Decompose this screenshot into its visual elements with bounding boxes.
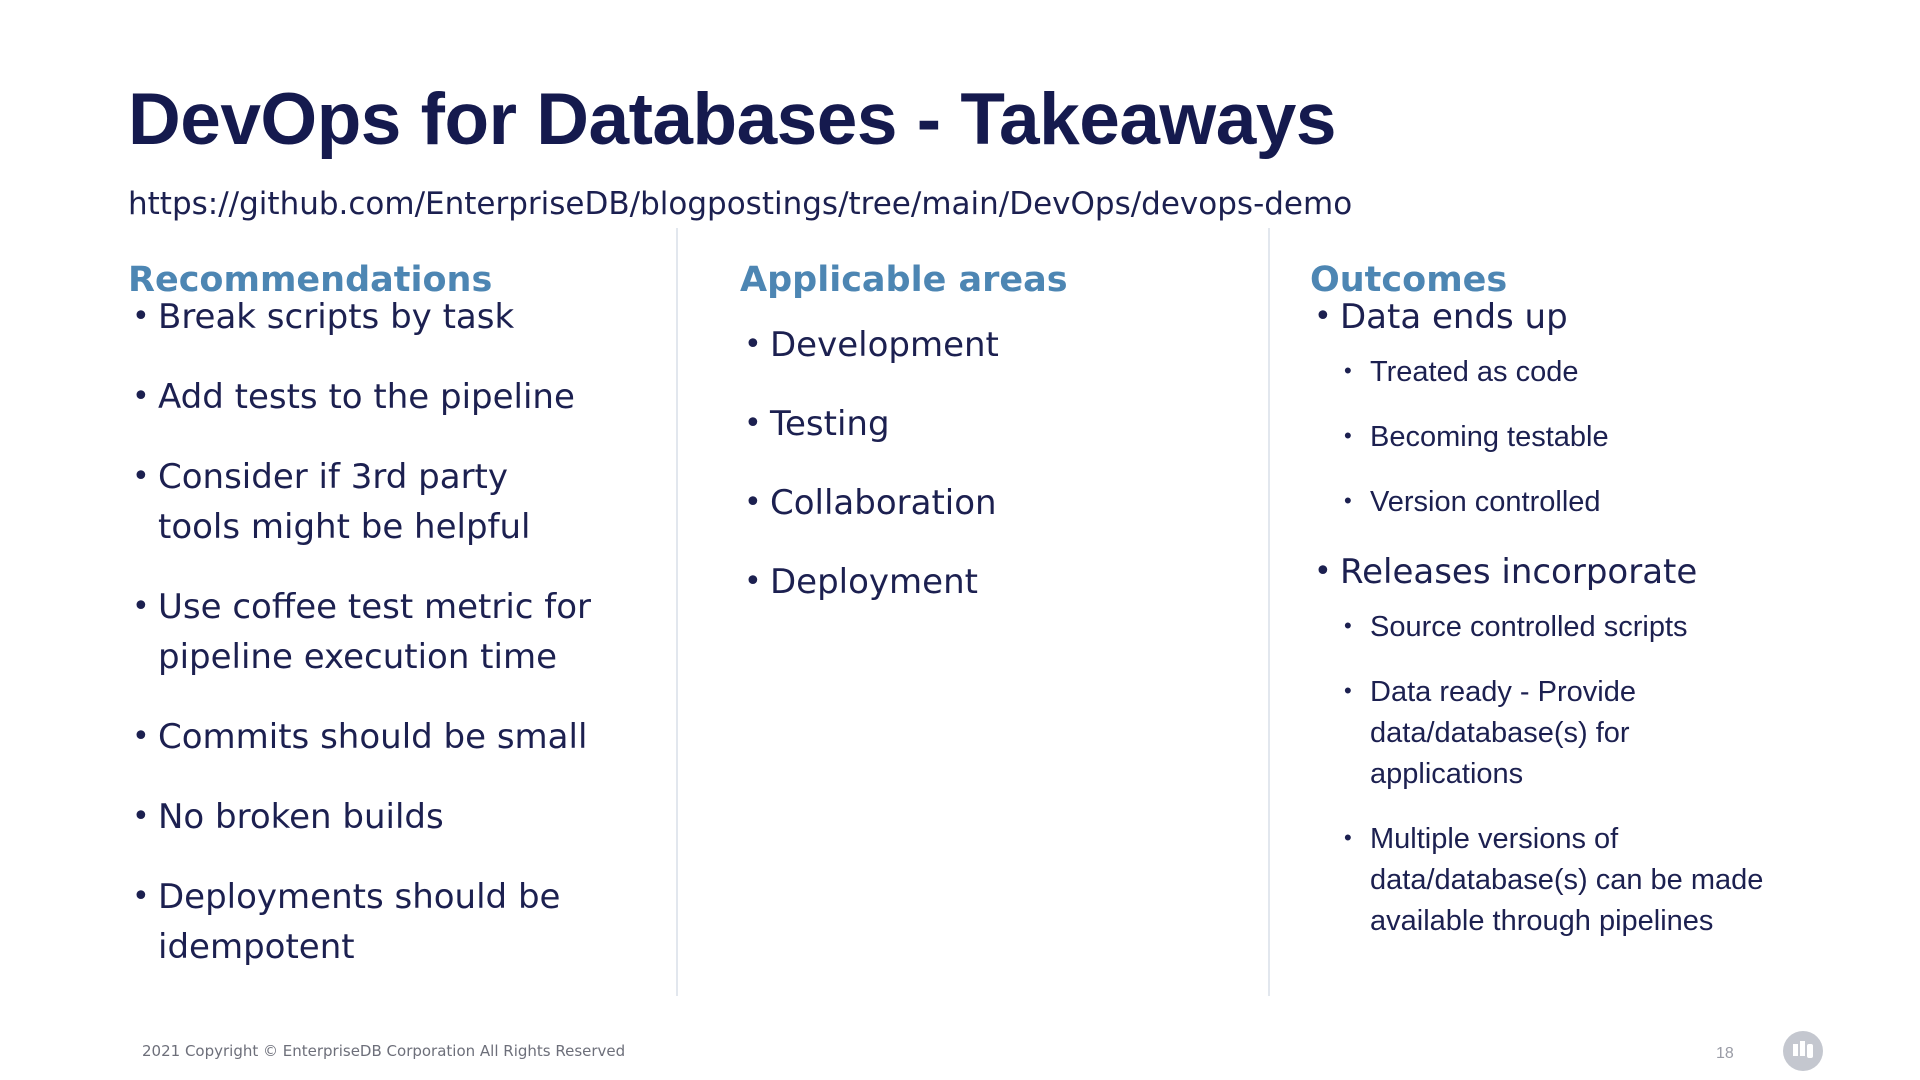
bullet-icon: • (744, 564, 762, 599)
column-divider-1 (676, 228, 678, 996)
list-item: •Deployments should be idempotent (128, 872, 578, 972)
list-item: •Commits should be small (128, 712, 618, 762)
list-item: •Testing (740, 399, 1220, 449)
list-item-text: Deployment (770, 562, 978, 602)
list-item: •Deployment (740, 557, 1220, 607)
list-item: •Data ends up •Treated as code •Becoming… (1310, 292, 1830, 523)
sub-list-item-text: Treated as code (1370, 356, 1579, 388)
bullet-icon: • (132, 879, 150, 914)
bullet-icon: • (744, 327, 762, 362)
sub-list: • Source controlled scripts • Data ready -… (1340, 607, 1830, 942)
list-item: •No broken builds (128, 792, 598, 842)
list-item: •Development (740, 320, 1220, 370)
applicable-areas-heading: Applicable areas (740, 260, 1068, 300)
list-item: •Break scripts by task (128, 292, 578, 342)
bullet-icon: • (1344, 488, 1352, 513)
sub-list-item: • Treated as code (1340, 352, 1830, 393)
list-item-text: Consider if 3rd party tools might be hel… (158, 457, 531, 547)
sub-list-item: • Data ready - Provide data/database(s) f… (1340, 672, 1670, 795)
bullet-icon: • (132, 379, 150, 414)
outcomes-list: •Data ends up •Treated as code •Becoming… (1310, 292, 1830, 942)
bullet-icon: • (132, 299, 150, 334)
list-item-text: Commits should be small (158, 717, 588, 757)
list-item-text: Add tests to the pipeline (158, 377, 575, 417)
slide-title: DevOps for Databases - Takeaways (128, 79, 1337, 160)
bullet-icon: • (132, 459, 150, 494)
sub-list-item: • Becoming testable (1340, 417, 1830, 458)
copyright-footer: 2021 Copyright © EnterpriseDB Corporatio… (142, 1042, 626, 1060)
list-item: •Releases incorporate •Source controlled… (1310, 547, 1830, 942)
bullet-icon: • (1344, 678, 1352, 703)
list-item-text: Testing (770, 404, 890, 444)
bullet-icon: • (1344, 613, 1352, 638)
bullet-icon: • (132, 799, 150, 834)
sub-list-item-text: Source controlled scripts (1370, 611, 1688, 643)
list-item-text: Data ends up (1340, 297, 1568, 337)
list-item-text: Releases incorporate (1340, 552, 1698, 592)
sub-list-item: • Multiple versions of data/database(s) c… (1340, 819, 1830, 942)
edb-logo-icon-graphic (1793, 1041, 1813, 1058)
outcomes-heading: Outcomes (1310, 260, 1508, 300)
sub-list-item-text: Version controlled (1370, 486, 1601, 518)
sub-list-item: • Version controlled (1340, 482, 1830, 523)
list-item-text: No broken builds (158, 797, 444, 837)
bullet-icon: • (1314, 554, 1332, 589)
bullet-icon: • (1344, 825, 1352, 850)
sub-list-item-text: Multiple versions of data/database(s) ca… (1370, 823, 1764, 937)
recommendations-column: Recommendations •Break scripts by task •… (128, 260, 648, 1002)
bullet-icon: • (1344, 358, 1352, 383)
recommendations-heading: Recommendations (128, 260, 493, 300)
bullet-icon: • (132, 589, 150, 624)
column-divider-2 (1268, 228, 1270, 996)
sub-list-item-text: Becoming testable (1370, 421, 1609, 453)
bullet-icon: • (744, 485, 762, 520)
outcomes-column: Outcomes •Data ends up •Treated as code … (1310, 260, 1830, 966)
page-number: 18 (1716, 1045, 1734, 1062)
sub-list-item-text: Data ready - Provide data/database(s) fo… (1370, 676, 1636, 790)
list-item: •Collaboration (740, 478, 1220, 528)
list-item-text: Development (770, 325, 999, 365)
list-item-text: Break scripts by task (158, 297, 515, 337)
list-item: •Use coffee test metric for pipeline exe… (128, 582, 598, 682)
list-item: •Consider if 3rd party tools might be he… (128, 452, 598, 552)
repo-url: https://github.com/EnterpriseDB/blogpost… (128, 186, 1353, 222)
sub-list-item: • Source controlled scripts (1340, 607, 1830, 648)
list-item-text: Deployments should be idempotent (158, 877, 561, 967)
bullet-icon: • (1314, 299, 1332, 334)
bullet-icon: • (744, 406, 762, 441)
list-item-text: Use coffee test metric for pipeline exec… (158, 587, 592, 677)
list-item: •Add tests to the pipeline (128, 372, 598, 422)
applicable-areas-column: Applicable areas •Development •Testing •… (740, 260, 1220, 636)
sub-list: • Treated as code • Becoming testable • Ver… (1340, 352, 1830, 523)
edb-logo-icon (1783, 1031, 1823, 1071)
recommendations-list: •Break scripts by task •Add tests to the… (128, 292, 648, 972)
bullet-icon: • (132, 719, 150, 754)
list-item-text: Collaboration (770, 483, 997, 523)
applicable-areas-list: •Development •Testing •Collaboration •De… (740, 320, 1220, 607)
bullet-icon: • (1344, 423, 1352, 448)
